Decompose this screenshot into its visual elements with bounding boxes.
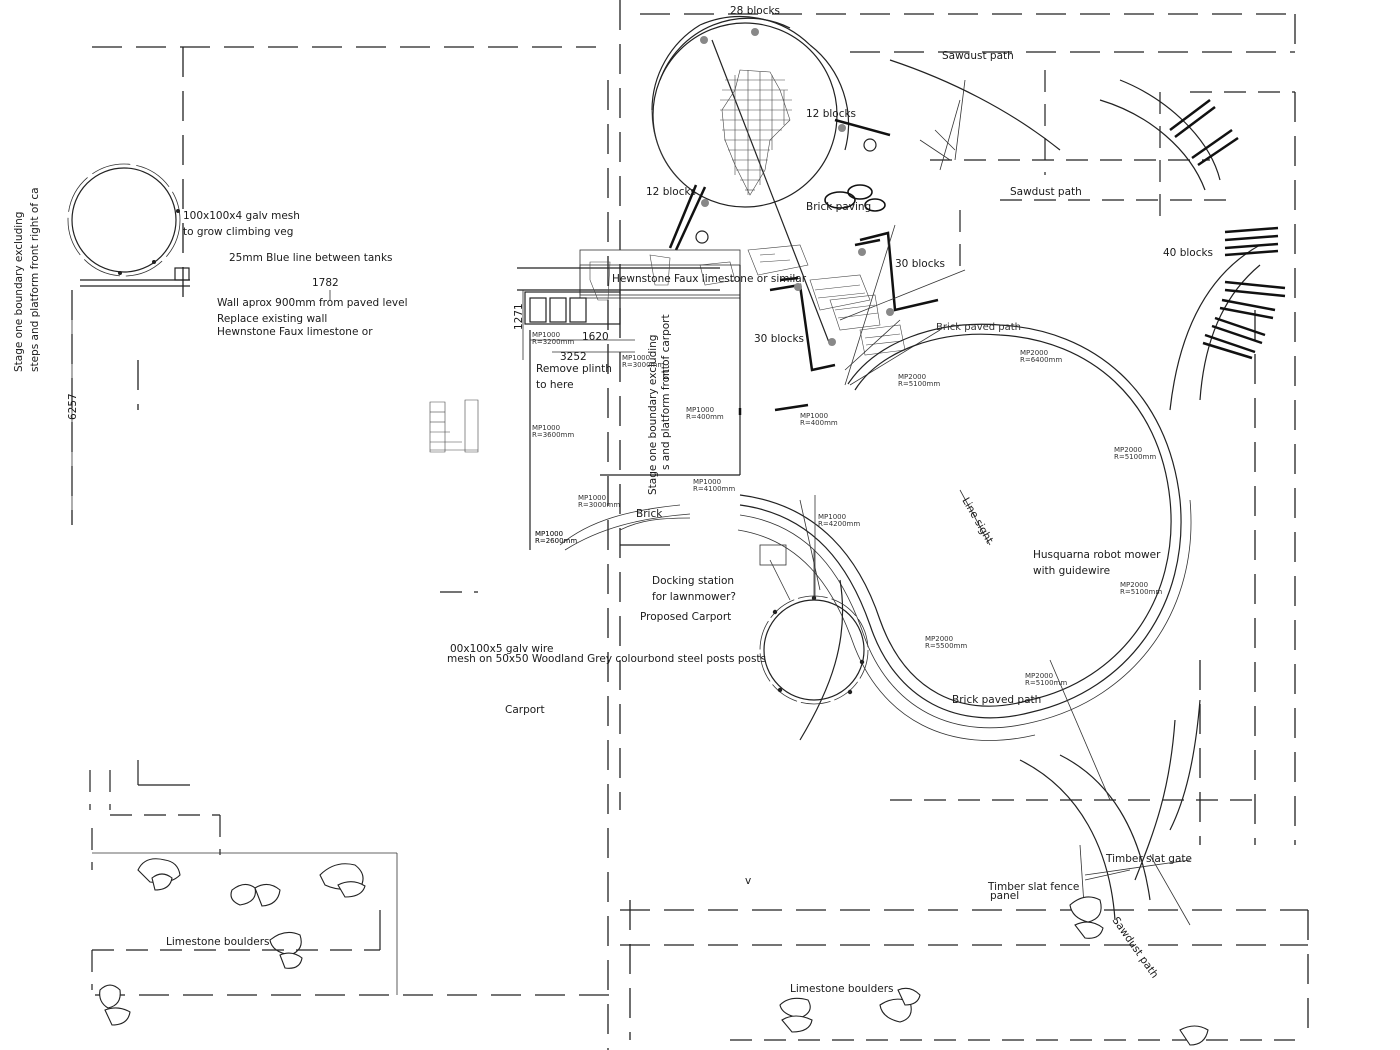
- retaining-wall-area: [429, 249, 787, 566]
- top-circular-bed: [651, 15, 891, 346]
- dimension-lines: [71, 290, 809, 510]
- label-proposed-carport: Proposed Carport: [640, 611, 731, 623]
- boundary-lines: [71, 0, 1309, 1050]
- label-dim-1620: 1620: [582, 331, 609, 343]
- label-blue-line: 25mm Blue line between tanks: [229, 252, 393, 264]
- label-timber-gate: Timber slat gate: [1105, 853, 1192, 865]
- label-sawdust-path-mid: Sawdust path: [1010, 186, 1082, 198]
- path-slats: [919, 79, 1286, 360]
- label-wall-note-1: Wall aprox 900mm from paved level: [217, 297, 408, 309]
- left-water-tank: [67, 163, 190, 287]
- label-stage-left-1: Stage one boundary excluding: [13, 212, 25, 372]
- label-limestone-left: Limestone boulders: [166, 936, 270, 948]
- top-bed-brick-pattern: [720, 69, 886, 212]
- central-block-steps: [699, 224, 966, 386]
- label-12-blocks-right: 12 blocks: [806, 108, 856, 120]
- label-timber-fence-2: panel: [990, 890, 1019, 902]
- label-robot-mower-2: with guidewire: [1033, 565, 1110, 577]
- label-robot-mower-1: Husquarna robot mower: [1033, 549, 1161, 561]
- lower-left-structure: [89, 760, 398, 995]
- boulders-left: [99, 858, 366, 1026]
- label-hewnstone-faux: Hewnstone Faux limestone or similar: [612, 273, 807, 285]
- label-brick-paved-path-top: Brick paved path: [936, 322, 1021, 333]
- label-28-blocks: 28 blocks: [730, 5, 780, 17]
- label-dim-6257: 6257: [67, 393, 79, 420]
- label-timber-fence-1: Timber slat fence: [987, 881, 1079, 893]
- label-sawdust-path-top: Sawdust path: [942, 50, 1014, 62]
- label-carport: Carport: [505, 704, 545, 716]
- label-stage-mid-2: s and platform front: [660, 365, 672, 470]
- label-40-blocks: 40 blocks: [1163, 247, 1213, 259]
- label-docking-2: for lawnmower?: [652, 591, 736, 603]
- label-stage-mid-3: nt of carport: [660, 314, 672, 380]
- label-brick-paved-path-bottom: Brick paved path: [952, 694, 1041, 706]
- label-limestone-bottom: Limestone boulders: [790, 983, 894, 995]
- boulders-bottom: [779, 896, 1209, 1046]
- label-line-sight: Line sight: [959, 496, 995, 546]
- label-sawdust-path-diag: Sawdust path: [1110, 915, 1161, 981]
- label-brick-short: Brick: [636, 508, 663, 520]
- label-stage-left-2: steps and platform front right of ca: [29, 187, 41, 372]
- label-12-blocks-left: 12 blocks: [646, 186, 696, 198]
- label-30-blocks-a: 30 blocks: [895, 258, 945, 270]
- label-docking-1: Docking station: [652, 575, 734, 587]
- label-stage-mid-1: Stage one boundary excluding: [647, 335, 659, 495]
- bottom-water-tank: [759, 550, 869, 705]
- label-wire-mesh-2: mesh on 50x50 Woodland Grey colourbond s…: [447, 653, 766, 665]
- label-brick-paving: Brick paving: [806, 201, 871, 213]
- label-galv-mesh-1: 100x100x4 galv mesh: [183, 210, 300, 222]
- annotations: 28 blocks Sawdust path 12 blocks 12 bloc…: [13, 5, 1213, 995]
- label-dim-3252: 3252: [560, 351, 587, 363]
- label-wall-note-3: Hewnstone Faux limestone or: [217, 326, 373, 338]
- label-galv-mesh-2: to grow climbing veg: [183, 226, 293, 238]
- label-30-blocks-b: 30 blocks: [754, 333, 804, 345]
- label-wire-mesh-1: 00x100x5 galv wire: [450, 643, 553, 655]
- label-remove-plinth-1: Remove plinth: [536, 363, 612, 375]
- label-v-mark: v: [745, 875, 751, 887]
- label-remove-plinth-2: to here: [536, 379, 574, 391]
- lawn-oval-paths: [559, 59, 1261, 926]
- label-wall-note-2: Replace existing wall: [217, 313, 327, 325]
- label-dim-1782: 1782: [312, 277, 339, 289]
- label-dim-1271: 1271: [513, 303, 525, 330]
